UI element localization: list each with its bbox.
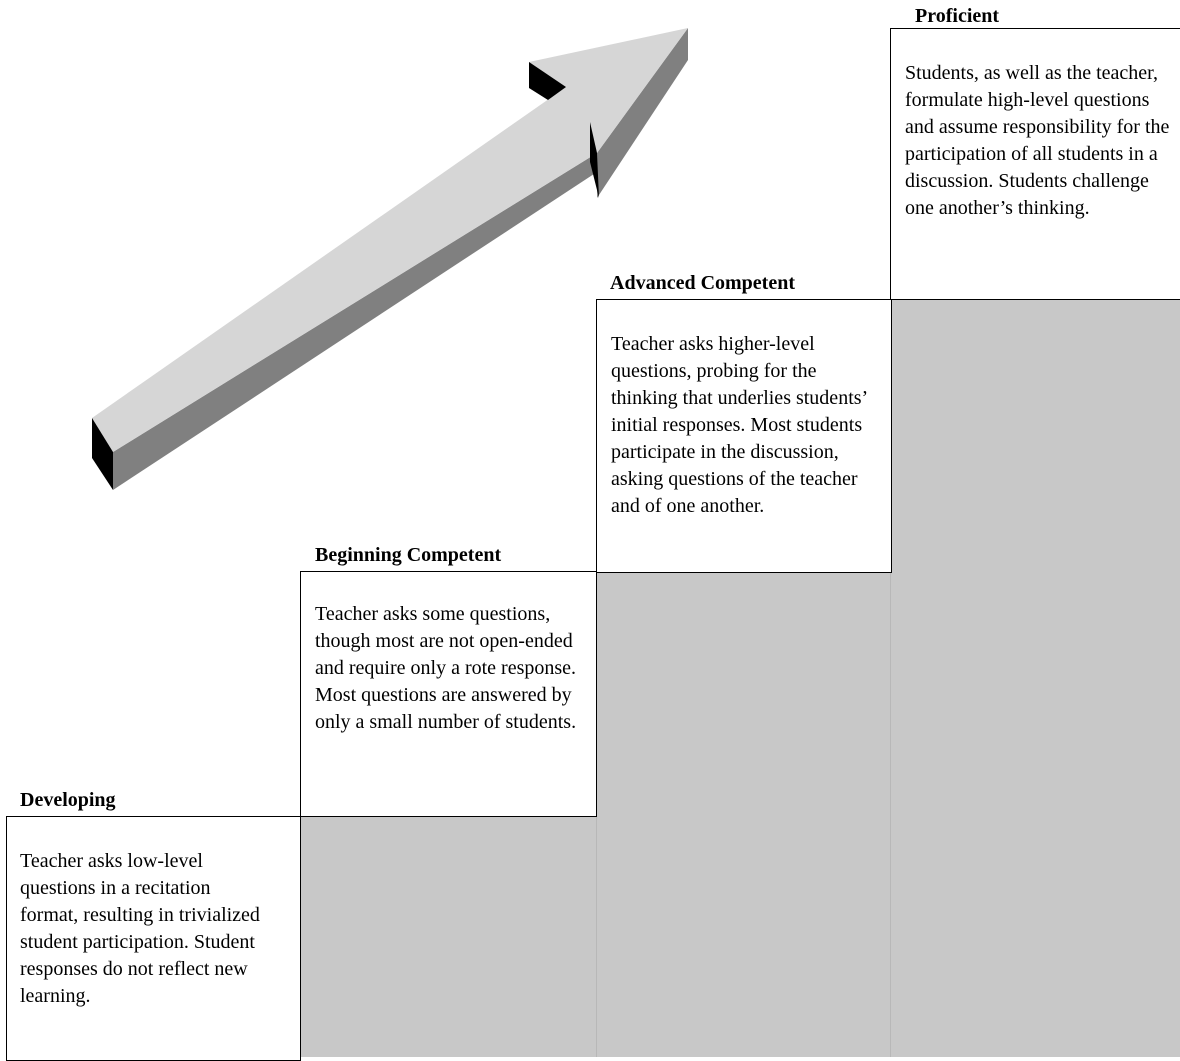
step-title-developing: Developing bbox=[20, 789, 116, 811]
step-box-beginning-competent: Teacher asks some questions, though most… bbox=[300, 571, 597, 817]
step-fill-beginning bbox=[597, 572, 891, 1057]
step-description-developing: Teacher asks low-level questions in a re… bbox=[20, 850, 260, 1007]
rising-3d-arrow-icon bbox=[92, 28, 688, 490]
step-divider bbox=[596, 816, 597, 1057]
step-box-developing: Teacher asks low-level questions in a re… bbox=[6, 816, 301, 1061]
step-box-advanced-competent: Teacher asks higher-level questions, pro… bbox=[596, 299, 892, 573]
arrow-shaft-side bbox=[113, 153, 597, 490]
step-fill-developing bbox=[300, 816, 597, 1057]
step-title-advanced-competent: Advanced Competent bbox=[610, 272, 795, 294]
step-divider bbox=[890, 572, 891, 1057]
step-description-advanced-competent: Teacher asks higher-level questions, pro… bbox=[611, 333, 867, 517]
step-title-proficient: Proficient bbox=[915, 5, 1000, 27]
step-title-beginning-competent: Beginning Competent bbox=[315, 544, 502, 566]
arrow-tail-end bbox=[92, 418, 113, 490]
step-fill-advanced bbox=[891, 299, 1180, 1057]
arrow-head-side bbox=[597, 28, 688, 198]
arrow-shaft-top bbox=[92, 87, 597, 452]
step-box-proficient: Students, as well as the teacher, formul… bbox=[890, 28, 1180, 300]
step-description-proficient: Students, as well as the teacher, formul… bbox=[905, 62, 1170, 219]
arrow-barb-right bbox=[590, 122, 599, 198]
arrow-head-top bbox=[529, 28, 688, 153]
step-description-beginning-competent: Teacher asks some questions, though most… bbox=[315, 603, 577, 733]
arrow-barb-left bbox=[529, 62, 566, 100]
